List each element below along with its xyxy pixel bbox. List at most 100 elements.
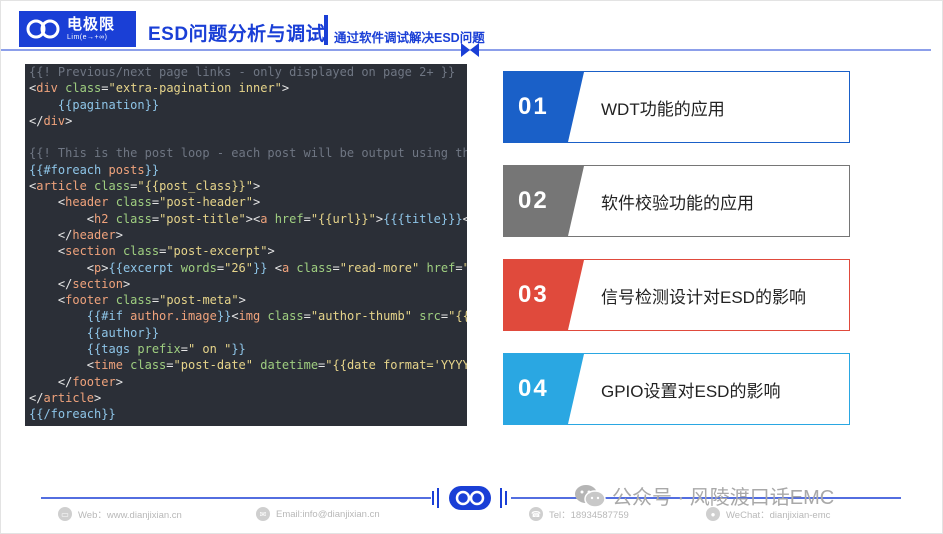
code-line: <article class="{{post_class}}">: [29, 178, 467, 194]
code-token: "post-date": [173, 358, 254, 373]
phone-icon: ☎: [529, 507, 543, 521]
code-token: class: [108, 195, 152, 210]
code-line: </article>: [29, 390, 467, 406]
code-token: <: [29, 179, 37, 194]
footer-web-text: Web：www.dianjixian.cn: [78, 510, 182, 521]
topic-number: 01: [504, 72, 584, 142]
code-token: >: [267, 244, 275, 259]
code-token: datetime: [253, 358, 319, 373]
code-token: author.image: [130, 309, 217, 324]
footer-email: ✉ Email:info@dianjixian.cn: [256, 507, 380, 521]
topic-label: 信号检测设计对ESD的影响: [601, 287, 806, 307]
code-token: a: [281, 260, 290, 275]
code-token: </: [29, 390, 44, 405]
code-token: "{{url: [463, 261, 467, 275]
code-token: "{{date format='YYYY-MM-D: [325, 358, 467, 373]
code-token: words: [180, 260, 217, 275]
code-token: =: [159, 244, 167, 259]
code-token: class: [108, 211, 152, 226]
footer-web: ▭ Web：www.dianjixian.cn: [58, 507, 182, 521]
code-token: [29, 228, 58, 242]
code-token: =: [101, 81, 109, 96]
code-token: =: [440, 309, 449, 324]
code-token: div: [43, 113, 66, 128]
code-token: <: [274, 260, 282, 275]
logo-english-name: Lim(e→+∞): [67, 34, 108, 41]
code-token: "author-thumb": [310, 309, 412, 324]
code-token: footer: [65, 293, 109, 308]
code-token: {{excerpt: [108, 260, 181, 275]
code-token: >: [115, 227, 123, 242]
code-token: =: [130, 179, 138, 194]
code-token: </: [29, 113, 44, 128]
code-line: {{! Previous/next page links - only disp…: [29, 64, 467, 80]
code-token: >: [281, 81, 290, 96]
logo-chinese-name: 电极限: [67, 16, 116, 33]
footer-wechat-text: WeChat：dianjixian-emc: [726, 510, 831, 521]
title-divider: [324, 15, 328, 45]
code-token: =: [303, 309, 311, 324]
code-token: {{! Previous/next page links - only disp…: [29, 65, 456, 79]
code-token: {{tags: [86, 342, 138, 357]
code-line: {{#foreach posts}}: [29, 162, 467, 178]
code-token: >: [253, 179, 261, 194]
code-token: "post-header": [159, 195, 254, 210]
footer-tel: ☎ Tel：18934587759: [529, 507, 629, 521]
code-token: >: [122, 276, 131, 291]
header-rule: [1, 43, 931, 57]
footer-rule: [41, 486, 901, 510]
code-token: {{author}}: [86, 325, 160, 340]
code-token: >: [94, 390, 102, 405]
code-token: "{{url}}": [310, 211, 376, 226]
code-token: "read-more": [339, 260, 420, 275]
code-token: [29, 342, 87, 356]
code-token: [29, 98, 58, 112]
code-token: <: [57, 293, 66, 308]
code-token: section: [72, 276, 123, 291]
code-token: class: [289, 260, 333, 275]
code-token: "{{autho: [448, 309, 467, 324]
code-token: class: [57, 81, 102, 96]
code-token: =: [166, 358, 174, 373]
code-token: >: [238, 293, 246, 308]
code-token: [267, 261, 274, 275]
wechat-bubble-icon: [575, 484, 606, 508]
code-token: <: [86, 260, 95, 275]
code-token: article: [43, 390, 95, 405]
code-token: {{{title}}}: [383, 211, 463, 226]
code-token: " on ": [187, 342, 232, 357]
topic-number: 03: [504, 260, 584, 330]
wechat-icon: ●: [706, 507, 720, 521]
code-token: img: [238, 309, 261, 324]
code-token: </: [57, 227, 73, 242]
topic-number: 04: [504, 354, 584, 424]
code-token: "extra-pagination inner": [108, 81, 282, 96]
code-line: <section class="post-excerpt">: [29, 243, 467, 259]
page-subtitle: 通过软件调试解决ESD问题: [334, 31, 485, 45]
watermark: 公众号 · 风陵渡口话EMC: [574, 481, 834, 510]
code-token: [29, 277, 58, 291]
code-token: header: [65, 195, 109, 210]
code-token: p: [94, 260, 102, 275]
code-token: [29, 358, 87, 372]
code-token: [29, 195, 58, 209]
code-token: </: [57, 374, 73, 389]
code-token: <: [86, 358, 95, 373]
code-token: =: [303, 211, 311, 226]
code-token: <: [29, 81, 37, 96]
footer-tel-text: Tel：18934587759: [549, 510, 629, 521]
code-line: {{pagination}}: [29, 97, 467, 113]
code-line: </footer>: [29, 374, 467, 390]
code-token: h2: [94, 211, 109, 226]
code-token: [29, 244, 58, 258]
code-token: =: [455, 260, 463, 275]
code-token: >: [253, 195, 261, 210]
code-line: {{author}}: [29, 325, 467, 341]
code-line: {{/foreach}}: [29, 406, 467, 422]
code-token: "post-meta": [159, 293, 239, 308]
page-title: ESD问题分析与调试: [148, 24, 326, 45]
code-token: {{#if: [86, 309, 131, 324]
code-token: [29, 212, 87, 226]
